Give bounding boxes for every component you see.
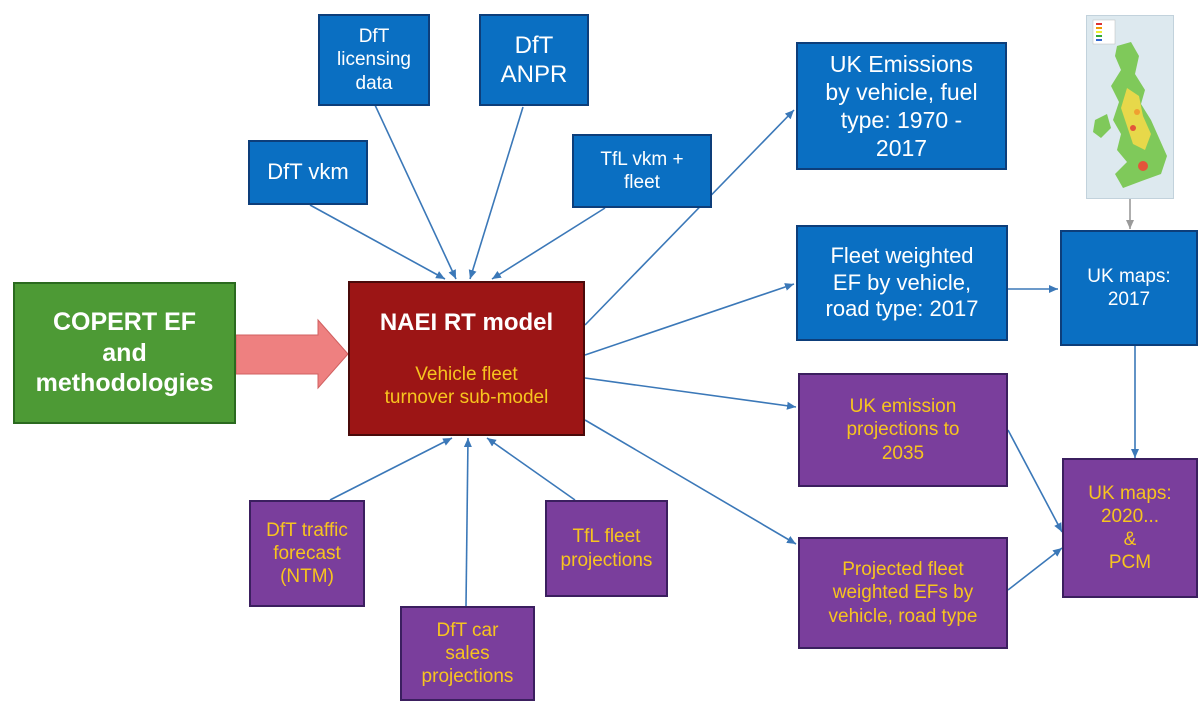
- model-title: NAEI RT model: [379, 308, 554, 336]
- uk-maps-2020-pcm: UK maps: 2020... & PCM: [1062, 458, 1198, 598]
- arrow-model-to-projectedef: [584, 419, 797, 545]
- arrow-model-to-fleetef: [584, 283, 795, 356]
- arrow-anpr-to-model: [468, 106, 524, 280]
- input-tfl-vkm-fleet: TfL vkm + fleet: [572, 134, 712, 208]
- input-dft-traffic-forecast: DfT traffic forecast (NTM): [249, 500, 365, 607]
- arrow-vkm-to-model: [309, 204, 446, 280]
- arrow-traffic-to-model: [329, 437, 453, 501]
- uk-emissions-map-image: [1086, 15, 1174, 199]
- output-fleet-weighted-ef: Fleet weighted EF by vehicle, road type:…: [796, 225, 1008, 341]
- arrow-tflfleet-to-model: [486, 437, 576, 501]
- input-dft-licensing-data: DfT licensing data: [318, 14, 430, 106]
- model-subtitle: Vehicle fleet turnover sub-model: [384, 363, 549, 409]
- output-projected-fleet-efs: Projected fleet weighted EFs by vehicle,…: [798, 537, 1008, 649]
- output-uk-emissions: UK Emissions by vehicle, fuel type: 1970…: [796, 42, 1007, 170]
- naei-rt-model-box: NAEI RT model Vehicle fleet turnover sub…: [348, 281, 585, 436]
- arrow-carsales-to-model: [463, 437, 472, 607]
- uk-maps-2017: UK maps: 2017: [1060, 230, 1198, 346]
- input-tfl-fleet-projections: TfL fleet projections: [545, 500, 668, 597]
- output-uk-emission-projections: UK emission projections to 2035: [798, 373, 1008, 487]
- arrow-model-to-projections: [584, 377, 797, 410]
- input-dft-vkm: DfT vkm: [248, 140, 368, 205]
- arrow-model-to-emissions: [584, 109, 795, 326]
- input-dft-anpr: DfT ANPR: [479, 14, 589, 106]
- copert-to-model-arrow: [235, 318, 349, 390]
- copert-ef-box: COPERT EF and methodologies: [13, 282, 236, 424]
- arrow-projectedef-to-maps2020: [1007, 547, 1063, 591]
- arrow-tfl-vkm-to-model: [491, 207, 606, 280]
- input-dft-car-sales: DfT car sales projections: [400, 606, 535, 701]
- arrow-licensing-to-model: [374, 104, 457, 280]
- arrow-projections-to-maps2020: [1007, 429, 1063, 533]
